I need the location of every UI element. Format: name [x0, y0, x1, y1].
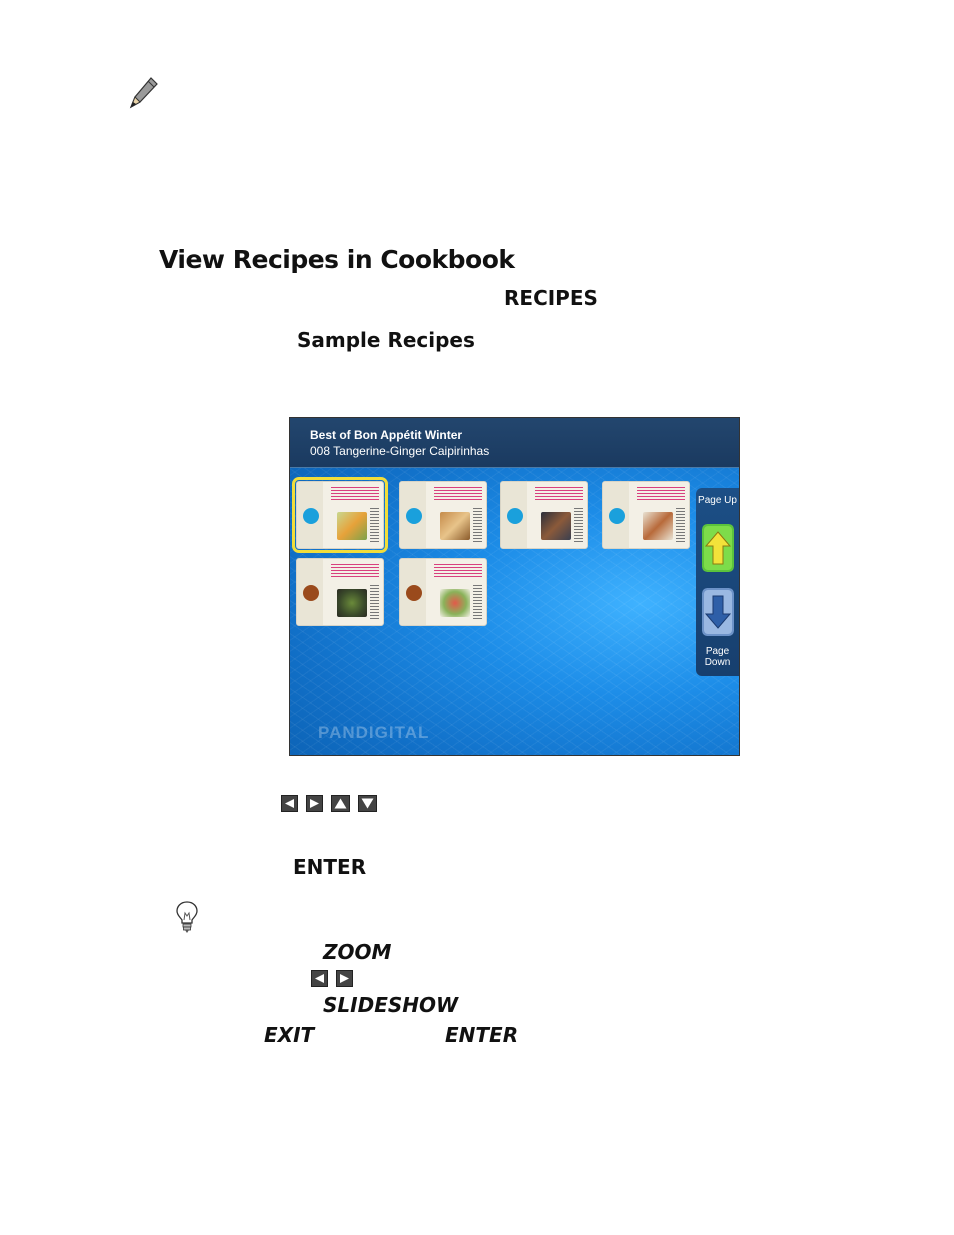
- recipe-thumbnail[interactable]: [399, 481, 487, 549]
- slideshow-keyword: SLIDESHOW: [323, 993, 459, 1017]
- right-arrow-icon: [306, 795, 323, 812]
- recipe-title: 008 Tangerine-Ginger Caipirinhas: [310, 444, 490, 458]
- left-arrow-icon: [281, 795, 298, 812]
- pandigital-logo: PANDIGITAL: [318, 723, 430, 742]
- page-up-label: Page Up: [698, 495, 737, 506]
- zoom-keyword: ZOOM: [323, 940, 392, 964]
- cookbook-title: Best of Bon Appétit Winter: [310, 428, 463, 442]
- down-arrow-icon: [358, 795, 377, 812]
- pencil-icon: [129, 77, 158, 109]
- recipes-keyword: RECIPES: [504, 286, 598, 310]
- recipe-thumbnail[interactable]: [602, 481, 690, 549]
- cookbook-screenshot: Best of Bon Appétit Winter 008 Tangerine…: [289, 417, 740, 756]
- page-down-button[interactable]: [702, 588, 734, 636]
- zoom-navigation-keys: [311, 970, 353, 987]
- lightbulb-icon: [176, 901, 198, 933]
- page-up-button[interactable]: [702, 524, 734, 572]
- exit-keyword: EXIT: [264, 1023, 315, 1047]
- section-title: View Recipes in Cookbook: [159, 245, 515, 274]
- sample-recipes-keyword: Sample Recipes: [297, 328, 475, 352]
- recipe-thumbnail[interactable]: [399, 558, 487, 626]
- left-arrow-icon: [311, 970, 328, 987]
- navigation-keys: [281, 795, 377, 812]
- page-down-label: Page Down: [704, 646, 731, 668]
- page-controls: Page Up Page Down: [696, 488, 739, 676]
- screen-header: Best of Bon Appétit Winter 008 Tangerine…: [290, 418, 739, 468]
- enter-keyword: ENTER: [293, 855, 367, 879]
- recipe-thumbnail[interactable]: [292, 477, 388, 553]
- recipe-thumbnail[interactable]: [500, 481, 588, 549]
- enter-keyword-italic: ENTER: [445, 1023, 519, 1047]
- up-arrow-icon: [331, 795, 350, 812]
- recipe-thumbnail[interactable]: [296, 558, 384, 626]
- right-arrow-icon: [336, 970, 353, 987]
